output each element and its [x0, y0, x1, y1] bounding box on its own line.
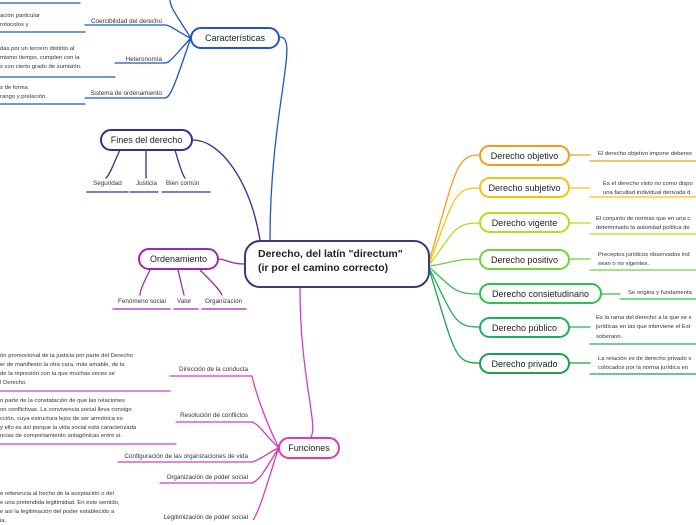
derecho-consuetudinario-label: Derecho consietudinario: [491, 288, 590, 299]
desc-line: Preceptos jurídicos observados ind: [598, 252, 690, 258]
desc-line: Es el derecho visto no como dispo: [603, 181, 693, 187]
ordenamiento-label: Ordenamiento: [149, 254, 208, 264]
node-derecho-subjetivo[interactable]: Derecho subjetivo: [479, 177, 570, 198]
label-organizacion-poder[interactable]: Organización de poder social: [166, 474, 248, 481]
node-caracteristicas[interactable]: Características: [190, 27, 280, 49]
desc-line: de la represión con la que muchas veces …: [0, 370, 115, 377]
node-derecho-consuetudinario[interactable]: Derecho consietudinario: [479, 283, 602, 304]
derecho-subjetivo-label: Derecho subjetivo: [488, 182, 561, 193]
desc-line: colocados por la norma jurídica en: [598, 365, 689, 372]
desc-line: mismo tiempo, cumplen con la: [0, 54, 80, 61]
desc-line: n parte de la constatación de que las re…: [0, 398, 125, 404]
desc-line: jurídicas en las que interviene el Est: [596, 324, 691, 331]
desc-line: e una pretendida legitimidad. En este se…: [0, 499, 120, 506]
node-fines-del-derecho[interactable]: Fines del derecho: [100, 129, 193, 151]
desc-line: ación particular: [0, 13, 40, 19]
node-derecho-positivo[interactable]: Derecho positivo: [479, 249, 570, 270]
derecho-publico-label: Derecho público: [491, 322, 558, 333]
desc-line: s de forma: [0, 85, 28, 91]
central-topic-title: Derecho, del latín "directum" (ir por el…: [258, 248, 403, 274]
desc-line: determinado la autoridad política de: [596, 225, 690, 232]
desc-heteronomia: das por un tercero distinto al mismo tie…: [0, 45, 82, 72]
label-bien-comun[interactable]: Bien común: [166, 180, 200, 187]
label-legitimizacion-poder[interactable]: Legitimización de poder social: [163, 514, 248, 521]
funciones-label: Funciones: [288, 443, 330, 453]
link-fines: [192, 139, 261, 241]
central-topic[interactable]: Derecho, del latín "directum" (ir por el…: [244, 240, 430, 288]
desc-line: El derecho objetivo impone deberes: [598, 151, 692, 157]
link-caracteristicas: [269, 36, 288, 241]
node-derecho-privado[interactable]: Derecho privado: [479, 353, 570, 374]
desc-line: on conflictivas. La convivencia social l…: [0, 406, 132, 413]
node-ordenamiento[interactable]: Ordenamiento: [138, 248, 219, 270]
link-ordenamiento: [218, 258, 245, 265]
desc-line: s con cierto grado de sumisión.: [0, 63, 82, 70]
node-funciones[interactable]: Funciones: [278, 437, 340, 459]
desc-derecho-objetivo: El derecho objetivo impone deberes: [598, 150, 692, 159]
label-sistema-ordenamiento[interactable]: Sistema de ordenamiento: [90, 90, 162, 97]
desc-line: ia.: [0, 517, 7, 524]
label-configuracion-organizaciones[interactable]: Configuración de las organizaciones de v…: [124, 453, 248, 460]
desc-line: e así la legitimación del poder establec…: [0, 508, 115, 515]
desc-derecho-subjetivo: Es el derecho visto no como dispo una fa…: [603, 180, 693, 199]
desc-line: cción, cuya estructura lejos de ser armó…: [0, 415, 123, 422]
node-derecho-vigente[interactable]: Derecho vigente: [479, 212, 570, 233]
label-resolucion-conflictos[interactable]: Resolución de conflictos: [180, 412, 248, 419]
derecho-privado-label: Derecho privado: [491, 358, 558, 369]
label-heteronomia[interactable]: Heteronomía: [125, 56, 162, 63]
node-derecho-objetivo[interactable]: Derecho objetivo: [479, 145, 570, 166]
desc-line: rango y prelación.: [0, 93, 47, 100]
desc-direccion-conducta: ón promocional de la justicia por parte …: [0, 352, 133, 387]
derecho-objetivo-label: Derecho objetivo: [490, 150, 559, 161]
label-organizacion[interactable]: Organización: [205, 298, 243, 305]
link-derecho-subjetivo: [429, 187, 480, 263]
link-funciones: [299, 287, 314, 439]
link-derecho-positivo: [429, 258, 480, 267]
label-direccion-conducta[interactable]: Dirección de la conducta: [179, 366, 248, 373]
label-seguridad[interactable]: Seguridad: [93, 180, 122, 187]
desc-line: l Derecho.: [0, 379, 27, 386]
node-derecho-publico[interactable]: Derecho público: [479, 317, 570, 338]
desc-line: sean o no vigentes.: [598, 261, 650, 268]
desc-derecho-vigente: El conjunto de normas que en una c deter…: [596, 215, 690, 234]
desc-sistema-ordenamiento: s de forma rango y prelación.: [0, 84, 47, 102]
desc-line: rotocolos y: [0, 21, 29, 28]
fines-label: Fines del derecho: [110, 135, 183, 145]
link-derecho-vigente: [429, 222, 480, 265]
desc-line: e referencia al hecho de la aceptación o…: [0, 491, 114, 497]
label-coercibilidad[interactable]: Coercibilidad del derecho: [90, 18, 162, 25]
desc-line: una facultad individual derivada d: [603, 190, 691, 197]
desc-line: er de manifiesto la otra cara, más amabl…: [0, 361, 125, 368]
desc-line: y ello es así porque la vida social está…: [0, 424, 137, 431]
link-derecho-objetivo: [429, 154, 480, 259]
desc-line: La relación es de derecho privado s: [598, 356, 692, 362]
desc-line: Es la rama del derecho a la que se s: [596, 315, 692, 321]
desc-coercibilidad: ación particular rotocolos y: [0, 12, 40, 30]
desc-line: ón promocional de la justicia por parte …: [0, 353, 133, 359]
link-derecho-consuetudinario: [429, 267, 480, 295]
link-derecho-privado: [429, 271, 480, 364]
desc-line: das por un tercero distinto al: [0, 46, 75, 52]
desc-line: El conjunto de normas que en una c: [596, 216, 691, 222]
desc-derecho-publico: Es la rama del derecho a la que se s jur…: [596, 314, 692, 342]
derecho-positivo-label: Derecho positivo: [490, 254, 559, 265]
link-derecho-publico: [429, 269, 480, 328]
derecho-vigente-label: Derecho vigente: [491, 217, 558, 228]
desc-derecho-consuetudinario: Se origina y fundamenta: [628, 289, 692, 298]
label-valor[interactable]: Valor: [177, 298, 192, 305]
desc-line: soberano.: [596, 333, 623, 340]
desc-line: ncias de comportamiento antagónicas entr…: [0, 433, 123, 440]
desc-line: Se origina y fundamenta: [628, 290, 692, 296]
label-justicia[interactable]: Justicia: [136, 180, 157, 187]
desc-derecho-privado: La relación es de derecho privado s colo…: [598, 355, 691, 374]
desc-derecho-positivo: Preceptos jurídicos observados ind sean …: [598, 251, 690, 270]
desc-resolucion-conflictos: n parte de la constatación de que las re…: [0, 397, 136, 441]
label-fenomeno-social[interactable]: Fenómeno social: [118, 298, 166, 305]
caracteristicas-label: Características: [204, 33, 266, 43]
